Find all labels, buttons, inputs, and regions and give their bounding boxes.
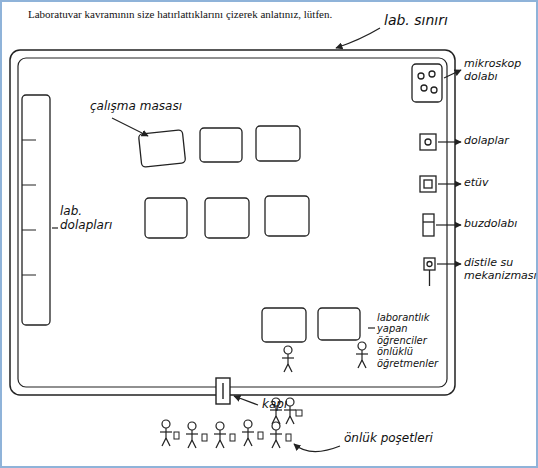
work-tables — [138, 126, 360, 342]
equipment — [412, 64, 442, 286]
leader-lines — [368, 70, 461, 328]
stick-figure — [356, 342, 368, 368]
sheet-title: Laboratuvar kavramının size hatırlattıkl… — [28, 8, 378, 21]
leader-line — [234, 396, 258, 405]
door — [222, 383, 223, 399]
hand-label: çalışma masası — [90, 100, 190, 114]
hand-label: buzdolabı — [464, 218, 536, 231]
hand-label: önlük poşetleri — [344, 432, 454, 446]
leader-line — [112, 118, 148, 136]
hand-label: dolaplar — [464, 135, 536, 148]
hand-label: mikroskop dolabı — [464, 58, 536, 83]
hand-label: etüv — [464, 177, 536, 190]
lab-cabinets — [22, 95, 50, 325]
leader-line — [336, 28, 380, 48]
leader-line — [52, 227, 58, 228]
hand-label: kapı — [262, 398, 322, 412]
apron-bags — [174, 410, 302, 441]
lab-boundary — [10, 50, 455, 395]
hand-label: distile su mekanizması — [464, 257, 536, 282]
hand-label: lab. dolapları — [60, 205, 124, 233]
stick-figure — [282, 346, 294, 372]
hand-label: laborantlık yapan öğrenciler önlüklü öğr… — [377, 312, 443, 369]
lab-boundary-inner — [18, 58, 447, 387]
leader-line — [294, 444, 340, 452]
door — [216, 378, 230, 404]
hand-label: lab. sınırı — [384, 12, 494, 28]
